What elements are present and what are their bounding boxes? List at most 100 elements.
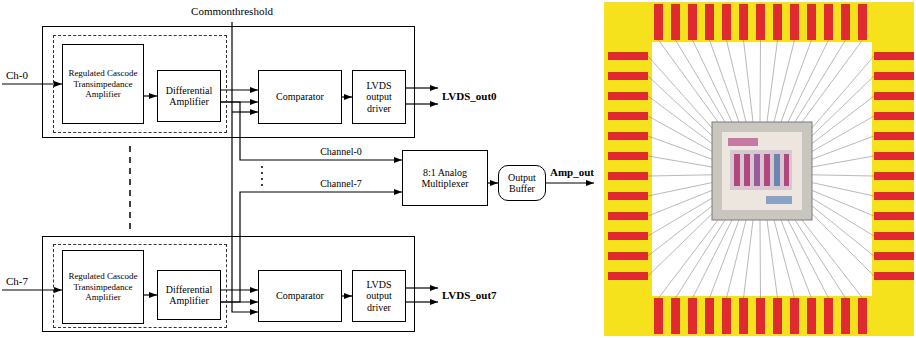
signal-label: Ch-0	[6, 69, 28, 81]
bond-pad	[874, 252, 914, 260]
bond-wire	[774, 40, 795, 122]
bond-pad	[608, 192, 648, 200]
bond-pad	[756, 4, 765, 40]
bond-pad	[858, 298, 867, 334]
signal-connector	[144, 95, 157, 96]
bond-pad	[874, 92, 914, 100]
bond-wire	[767, 40, 778, 122]
bond-wire	[812, 198, 874, 236]
bond-wire	[676, 40, 726, 122]
output-buffer: Output Buffer	[498, 165, 546, 201]
bond-wire	[648, 198, 712, 236]
threshold-wire	[232, 22, 258, 312]
bond-wire	[648, 116, 712, 151]
transimpedance-amplifier: Regulated Cascode Transimpedance Amplifi…	[62, 250, 144, 324]
bond-wire	[648, 214, 712, 276]
bond-wire	[648, 56, 712, 128]
bond-pad	[688, 298, 697, 334]
output-wire	[406, 103, 438, 104]
die-core	[722, 132, 802, 210]
bond-wire	[648, 136, 712, 159]
die	[712, 122, 812, 220]
bond-wire	[802, 40, 863, 122]
connector-label: Channel-7	[318, 178, 364, 189]
bond-pad	[608, 272, 648, 280]
die-circuit	[764, 154, 770, 186]
bond-wire	[812, 136, 874, 159]
bond-pad	[608, 112, 648, 120]
bond-wire	[795, 220, 846, 298]
die-circuit	[784, 154, 789, 186]
bond-pad	[874, 152, 914, 160]
bond-pad	[608, 132, 648, 140]
bond-pad	[608, 212, 648, 220]
die-circuit	[730, 150, 792, 190]
bond-wire	[812, 156, 874, 167]
bond-wire	[767, 220, 778, 298]
bond-wire	[648, 190, 712, 216]
bond-pad	[773, 298, 782, 334]
lvds-driver: LVDS output driver	[352, 270, 406, 322]
box-label: Comparator	[276, 91, 324, 103]
signal-label: Amp_out	[550, 166, 594, 178]
bond-wire	[774, 220, 795, 298]
bond-pad	[608, 52, 648, 60]
bond-wire	[693, 220, 733, 298]
bond-wire	[727, 220, 747, 298]
die-circuit	[766, 196, 792, 204]
bond-pad	[874, 72, 914, 80]
bond-wire	[648, 206, 712, 256]
bond-wire	[648, 175, 712, 176]
connector-label: Channel-0	[318, 146, 364, 157]
package-cavity	[652, 42, 872, 296]
bond-wire	[710, 220, 740, 298]
transimpedance-amplifier: Regulated Cascode Transimpedance Amplifi…	[62, 44, 144, 124]
output-wire	[546, 182, 594, 183]
bond-wire	[812, 96, 874, 144]
bond-pad	[874, 212, 914, 220]
bond-wire	[795, 40, 846, 122]
bond-pad	[841, 298, 850, 334]
output-wire	[406, 287, 438, 288]
signal-connector	[144, 294, 157, 295]
bond-wire	[788, 220, 829, 298]
signal-label: Ch-7	[6, 275, 28, 287]
bond-pad	[824, 4, 833, 40]
threshold-wire	[232, 111, 258, 112]
bond-wire	[760, 40, 762, 122]
bond-wire	[812, 214, 874, 276]
bond-wire	[812, 56, 874, 128]
signal-label: LVDS_out7	[442, 289, 497, 301]
bond-pad	[608, 92, 648, 100]
bond-pad	[739, 4, 748, 40]
bond-pad	[608, 232, 648, 240]
bond-pad	[671, 4, 680, 40]
die-circuit	[744, 154, 750, 186]
continuation-dots	[261, 166, 263, 186]
bond-wire	[812, 190, 874, 216]
bond-pad	[739, 298, 748, 334]
die-circuit	[774, 154, 780, 186]
bond-wire	[781, 40, 812, 122]
bond-wire	[676, 220, 726, 298]
box-label: 8:1 Analog Multiplexer	[405, 167, 485, 190]
output-wire	[406, 87, 438, 88]
bond-pad	[858, 4, 867, 40]
box-label: LVDS output driver	[355, 80, 403, 115]
bond-wire	[648, 156, 712, 167]
signal-connector	[488, 182, 498, 183]
differential-amplifier: Differential Amplifier	[157, 270, 221, 320]
box-label: LVDS output driver	[355, 279, 403, 314]
bond-pad	[722, 298, 731, 334]
bond-pad	[654, 298, 663, 334]
bond-wire	[812, 76, 874, 136]
bond-wire	[812, 175, 874, 176]
bond-wire	[812, 116, 874, 151]
bond-wire	[744, 40, 754, 122]
bond-wire	[710, 40, 740, 122]
box-label: Regulated Cascode Transimpedance Amplifi…	[65, 271, 141, 302]
signal-connector	[342, 295, 352, 296]
box-label: Output Buffer	[501, 172, 543, 195]
output-wire	[406, 301, 438, 302]
